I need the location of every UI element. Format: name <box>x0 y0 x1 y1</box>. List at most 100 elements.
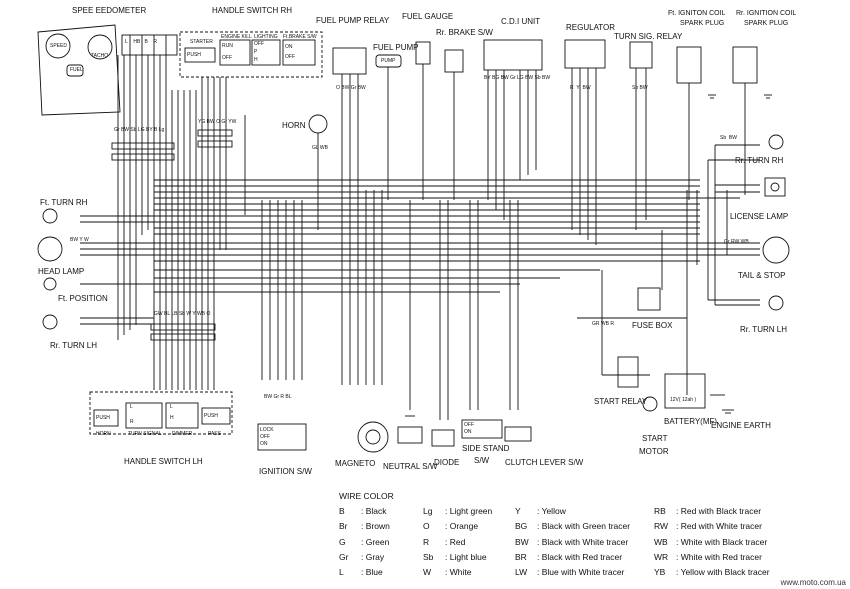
rh-wire-labels: YG BW O Gr YW <box>198 119 237 125</box>
engine-kill-label: ENGINE KILL <box>221 34 252 40</box>
cdi-unit-label: C.D.I UNIT <box>501 17 541 26</box>
turn-sig-relay-label: TURN SIG. RELAY <box>614 32 683 41</box>
ignition-switch-grid <box>257 423 307 451</box>
legend-color-name: : Gray <box>361 551 385 562</box>
headlamp-wire-labels: BW Y W <box>70 237 89 243</box>
legend-code: G <box>339 536 346 547</box>
lamp-symbols <box>37 134 790 330</box>
starter-push-label: PUSH <box>187 52 201 58</box>
ign-on-label: ON <box>260 441 268 447</box>
ign-off-label: OFF <box>260 434 270 440</box>
legend-color-name: : Yellow with Black tracer <box>676 567 770 578</box>
rr-turn-rh-wire-labels: Sb BW <box>720 135 737 141</box>
side-stand-switch-block <box>461 419 503 439</box>
legend-color-name: : Red with White tracer <box>676 521 762 532</box>
legend-entry: Br: Brown <box>339 522 390 531</box>
start-motor-symbol <box>642 396 658 412</box>
fuel-gauge-indicator-label: FUEL <box>70 67 83 73</box>
handle-switch-lh-label: HANDLE SWITCH LH <box>124 457 203 466</box>
pass-push-label: PUSH <box>204 413 218 419</box>
legend-entry: Sb : Light blue <box>423 553 487 562</box>
regulator-label: REGULATOR <box>566 23 616 32</box>
legend-color-name: : Blue <box>361 567 383 578</box>
watermark: www.moto.com.ua <box>780 578 846 587</box>
ft-turn-rh-label: Ft. TURN RH <box>40 198 88 207</box>
start-relay-label: START RELAY <box>594 397 648 406</box>
legend-entry: RW : Red with White tracer <box>654 522 762 531</box>
speedometer-assembly <box>37 24 178 116</box>
horn-label: HORN <box>282 121 306 130</box>
legend-code: WB <box>654 536 668 547</box>
start-motor-label-1: START <box>642 434 668 443</box>
legend-code: Gr <box>339 551 349 562</box>
dimmer-l-label: L <box>170 404 173 410</box>
legend-code: RB <box>654 506 666 516</box>
regulator-box <box>564 39 606 69</box>
legend-entry: WB : White with Black tracer <box>654 536 768 547</box>
legend-color-name: : Green <box>361 536 390 547</box>
legend-code: Sb <box>423 551 434 562</box>
rr-ignition-coil-label: Rr. IGNITION COIL <box>736 10 797 17</box>
legend-color-name: : Yellow <box>537 506 566 516</box>
legend-color-name: : White with Red tracer <box>676 551 762 562</box>
fuse-box-label: FUSE BOX <box>632 321 673 330</box>
clutch-switch-block <box>504 426 532 442</box>
harness-horizontals <box>80 144 760 396</box>
fuel-pump-relay-label: FUEL PUMP RELAY <box>316 16 390 25</box>
legend-entry: G : Green <box>339 536 390 547</box>
speed-gauge-label: SPEED <box>50 43 67 49</box>
pass-label: PASS <box>208 431 221 437</box>
brake-off-label: OFF <box>285 54 295 60</box>
legend-code: L <box>339 567 344 578</box>
spark-plug-1-label: SPARK PLUG <box>680 20 725 27</box>
legend-code: YB <box>654 567 666 578</box>
fuse-wire-labels: GR WB R <box>592 321 614 327</box>
legend-entry: BG: Black with Green tracer <box>515 522 630 531</box>
dimmer-h-label: H <box>170 415 174 421</box>
rr-brake-sw-box <box>444 49 464 73</box>
horn-switch-label: HORN <box>96 431 111 437</box>
turn-sig-relay-box <box>629 41 653 69</box>
legend-color-name: : White <box>445 567 472 578</box>
legend-code: RW <box>654 521 669 532</box>
lh-wire-labels: GW BL LB Sb W Y WB O <box>154 311 211 317</box>
legend-entry: Lg: Light green <box>423 507 492 516</box>
turn-r-label: R <box>130 419 134 425</box>
turn-l-label: L <box>130 404 133 410</box>
rr-turn-lh-left-label: Rr. TURN LH <box>50 341 97 350</box>
clutch-lever-sw-label: CLUTCH LEVER S/W <box>505 458 584 467</box>
legend-code: R <box>423 536 430 547</box>
legend-entry: Y: Yellow <box>515 507 566 516</box>
lighting-p-label: P <box>254 49 258 55</box>
legend-color-name: : Brown <box>361 521 390 532</box>
engine-off-label: OFF <box>222 55 232 61</box>
magneto-label: MAGNETO <box>335 459 376 468</box>
legend-code: BR <box>515 551 527 562</box>
harness-verticals <box>117 55 746 420</box>
lighting-off-label: OFF <box>254 41 264 47</box>
tail-stop-label: TAIL & STOP <box>738 271 786 280</box>
legend-color-name: : White with Black tracer <box>676 536 768 547</box>
ft-brake-sw-label: Ft.BRAKE S/W <box>283 34 317 40</box>
ignition-sw-label: IGNITION S/W <box>259 467 312 476</box>
side-stand-label-2: S/W <box>474 456 490 465</box>
legend-color-name: : Light blue <box>445 551 487 562</box>
ft-ignition-coil-box <box>676 46 702 84</box>
horn-wire-labels: GL WB <box>312 145 328 151</box>
speedo-wire-top: L HB B R <box>125 39 157 45</box>
fuel-gauge-label: FUEL GAUGE <box>402 12 454 21</box>
start-motor-label-2: MOTOR <box>639 447 669 456</box>
fuel-pump-label: FUEL PUMP <box>373 43 419 52</box>
rr-turn-rh-label: Rr. TURN RH <box>735 156 784 165</box>
horn-push-label: PUSH <box>96 415 110 421</box>
legend-color-name: : Light green <box>445 506 493 516</box>
cdi-wire-labels: BY BG BW Gr LG BW Sb BW <box>484 75 551 81</box>
license-lamp-label: LICENSE LAMP <box>730 212 789 221</box>
fuse-box-symbol <box>637 287 661 311</box>
diode-block <box>431 429 455 447</box>
relay-wire-labels: O BW Gr BW <box>336 85 366 91</box>
battery-symbol <box>664 373 706 409</box>
legend-entry: BW: Black with White tracer <box>515 537 628 547</box>
lighting-h-label: H <box>254 57 258 63</box>
neutral-sw-label: NEUTRAL S/W <box>383 462 438 471</box>
